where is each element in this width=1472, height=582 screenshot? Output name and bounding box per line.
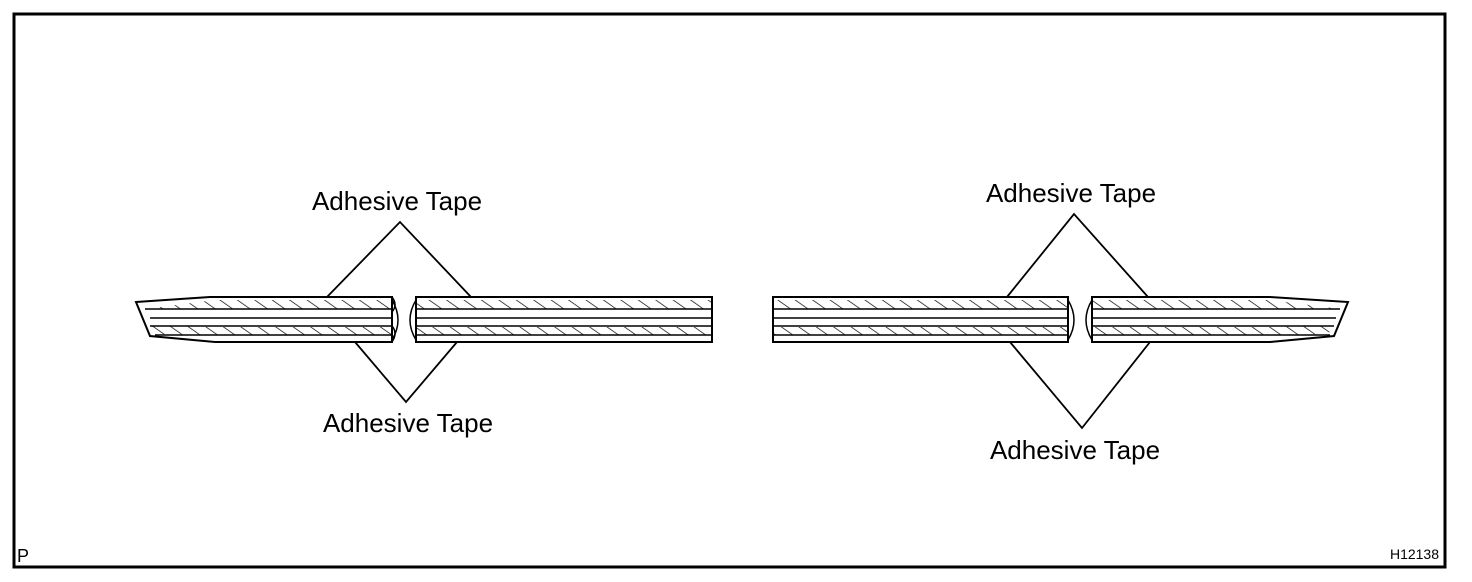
adhesive-tape-strip (417, 300, 711, 309)
adhesive-tape-strip (1093, 300, 1270, 309)
leader-line-left-bottom (354, 341, 458, 404)
callout-label-left-top: Adhesive Tape (312, 186, 482, 216)
callout-label-left-bottom: Adhesive Tape (323, 408, 493, 438)
left-leader-lines (326, 220, 472, 404)
left-molding (134, 296, 713, 343)
left-molding-straight-segment (415, 296, 713, 343)
callout-label-right-bottom: Adhesive Tape (990, 435, 1160, 465)
leader-line-left-top (326, 220, 472, 298)
callout-label-right-top: Adhesive Tape (986, 178, 1156, 208)
left-molding-end-segment (134, 296, 396, 343)
adhesive-tape-strip (774, 300, 1067, 309)
leader-line-right-bottom (1009, 341, 1151, 430)
right-leader-lines (1006, 212, 1151, 430)
leader-line-right-top (1006, 212, 1149, 298)
figure-frame (12, 12, 1447, 569)
adhesive-tape-strip (417, 327, 711, 335)
right-molding (772, 296, 1350, 343)
right-molding-straight-segment (772, 296, 1069, 343)
right-molding-end-segment (1091, 296, 1350, 343)
corner-mark: P (17, 546, 29, 566)
adhesive-tape-strip (774, 327, 1067, 335)
adhesive-tape-strip (1093, 327, 1270, 335)
adhesive-tape-strip (215, 327, 391, 335)
figure-code: H12138 (1390, 546, 1439, 562)
adhesive-tape-strip (215, 300, 391, 309)
